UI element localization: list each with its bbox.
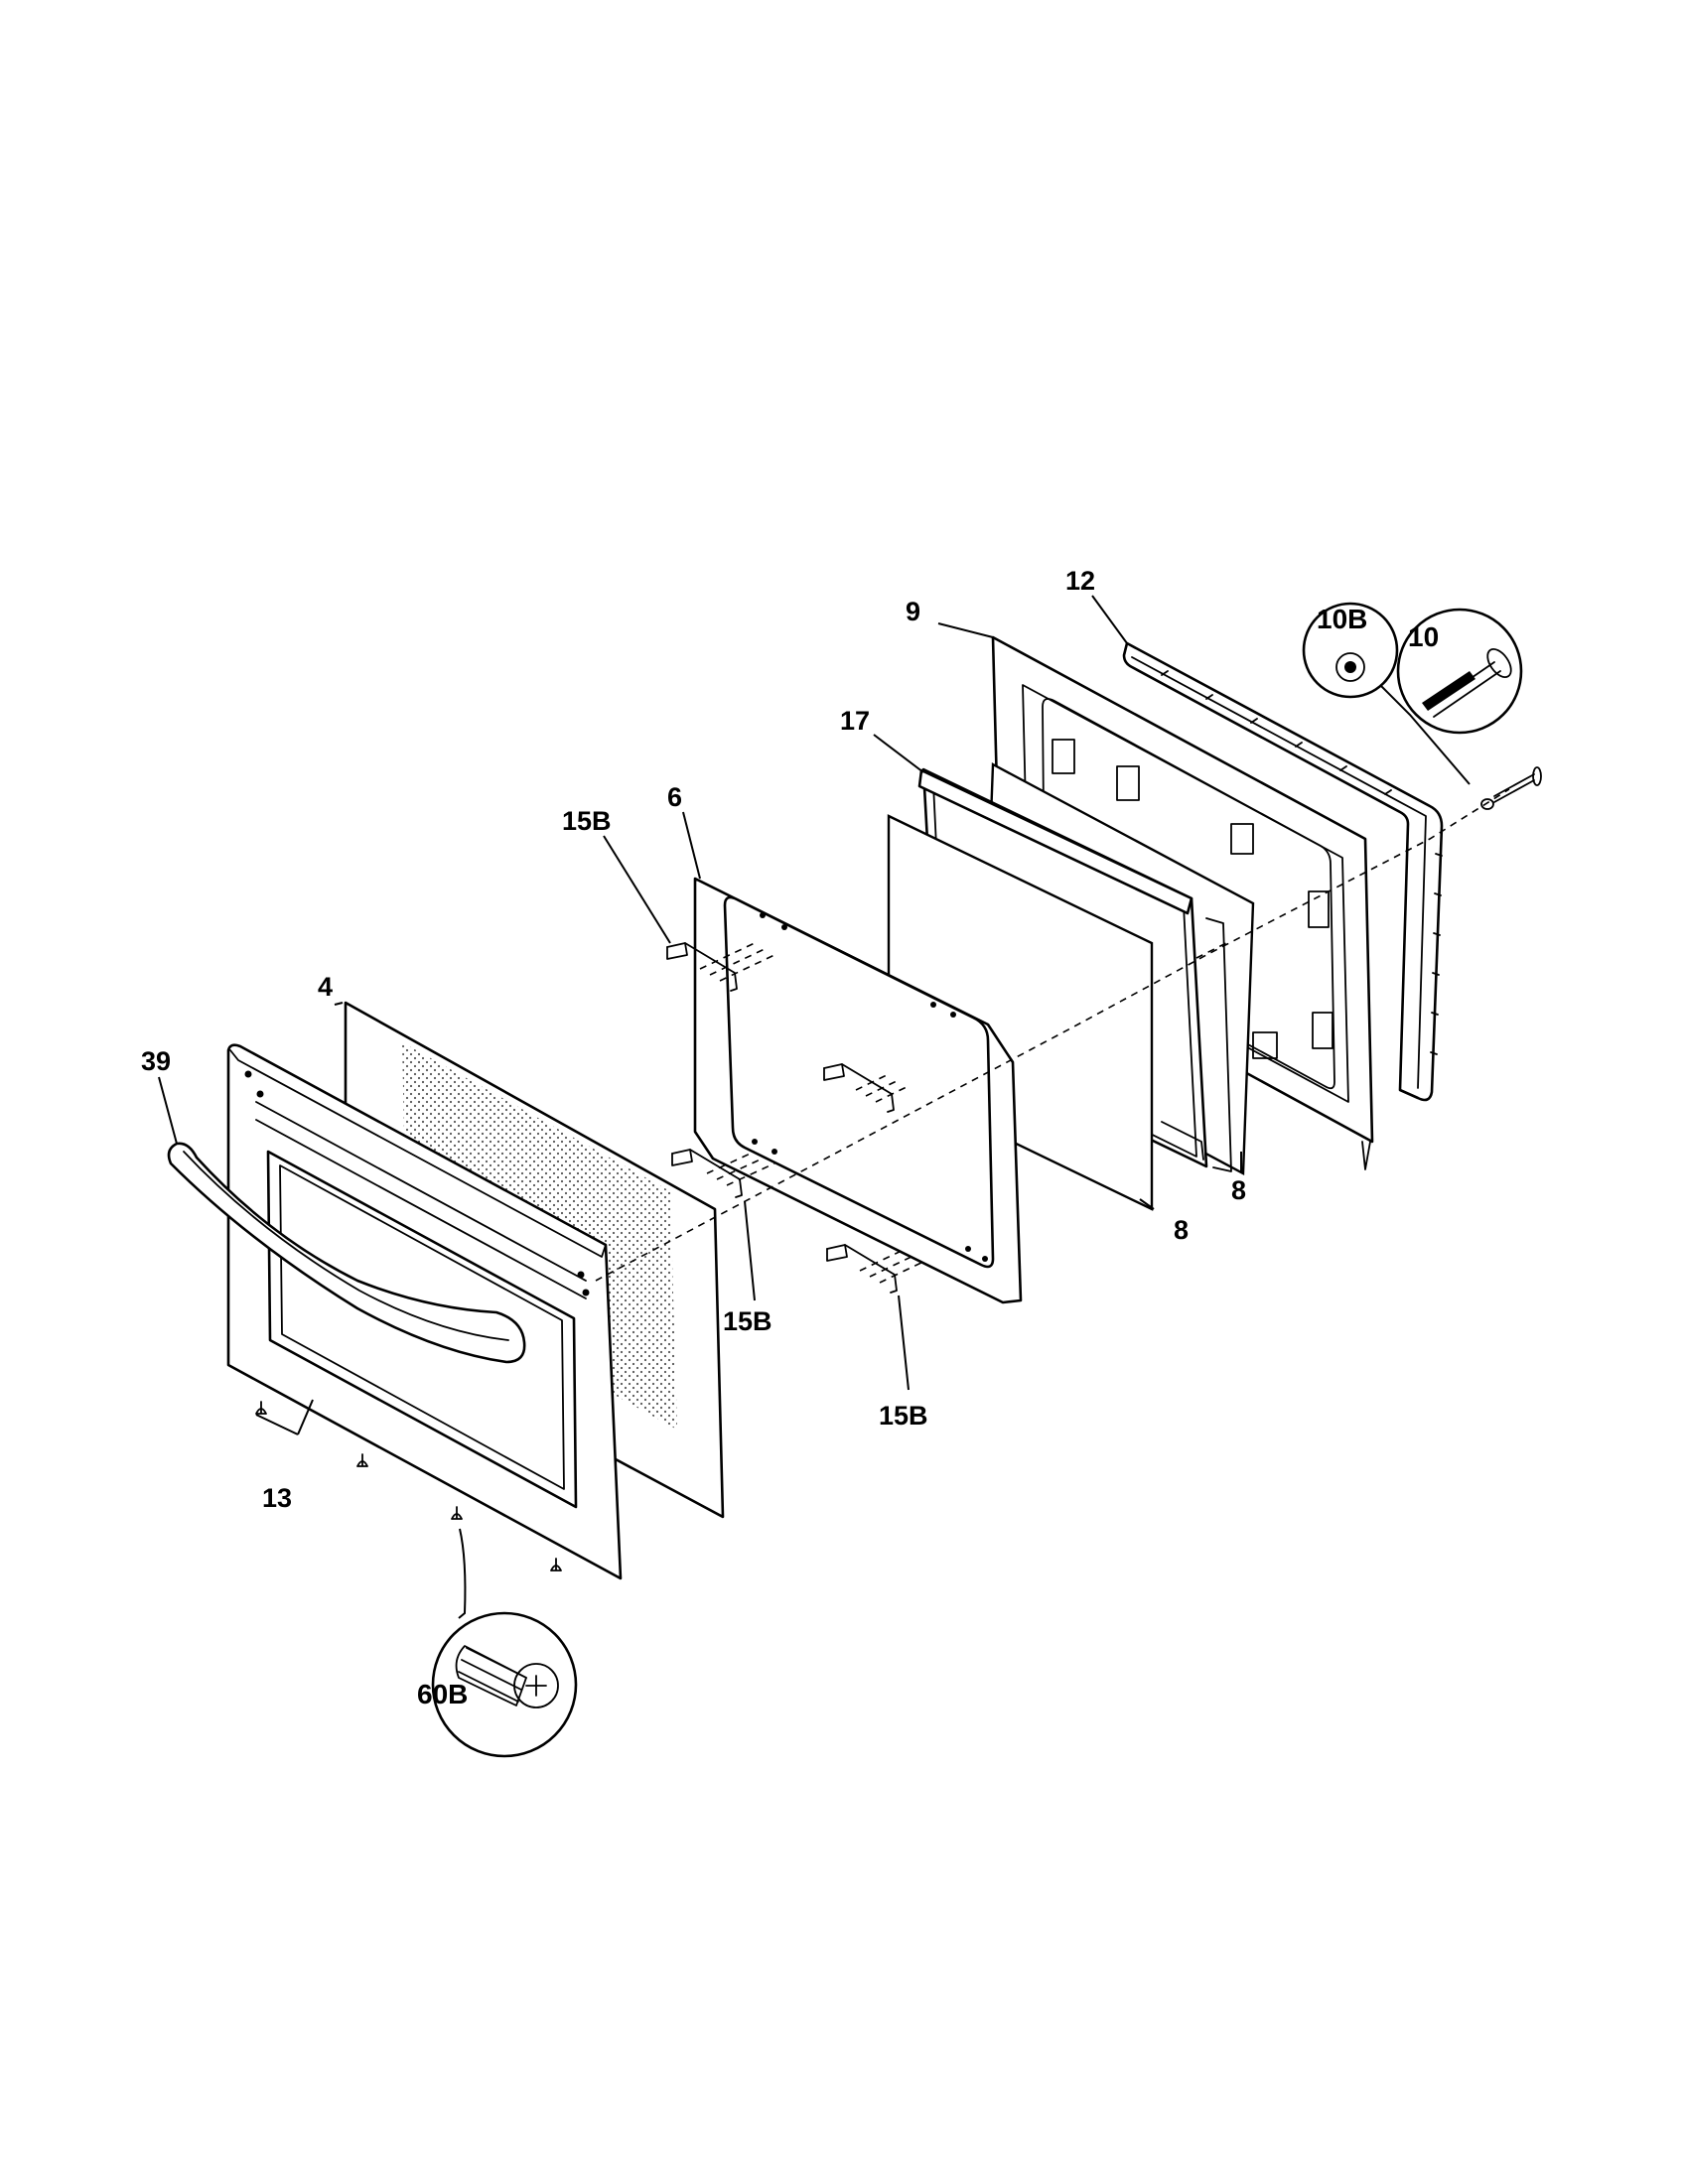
leader-15B-mid xyxy=(744,1200,756,1301)
label-17: 17 xyxy=(840,706,870,736)
bottom-screw-callout xyxy=(431,1528,578,1758)
hinge-clip-center xyxy=(823,1063,910,1113)
hinge-clip-mid xyxy=(671,1149,775,1198)
label-15B-bottom: 15B xyxy=(879,1401,928,1431)
label-4: 4 xyxy=(318,972,333,1002)
label-60B: 60B xyxy=(417,1679,468,1709)
label-8-lower: 8 xyxy=(1174,1215,1189,1245)
leader-17 xyxy=(873,734,924,773)
leader-8-lower xyxy=(1139,1198,1155,1210)
door-handle xyxy=(167,1142,526,1364)
label-15B-top: 15B xyxy=(562,806,612,836)
leader-39 xyxy=(158,1076,178,1145)
hinge-clip-top xyxy=(666,942,775,992)
hinge-screw-installed xyxy=(1480,766,1542,810)
leader-9 xyxy=(937,622,994,638)
label-39: 39 xyxy=(141,1046,171,1076)
leader-4 xyxy=(334,1002,344,1006)
hinge-clip-bottom xyxy=(826,1244,926,1294)
label-10B: 10B xyxy=(1317,604,1367,634)
explosion-axis-2 xyxy=(1195,942,1227,959)
label-6: 6 xyxy=(667,782,682,812)
washer-callout xyxy=(1302,602,1471,785)
leader-15B-top xyxy=(603,835,671,944)
leader-6 xyxy=(682,811,701,880)
door-bottom-screws xyxy=(255,1401,562,1571)
label-12: 12 xyxy=(1065,566,1095,596)
door-gasket xyxy=(1122,641,1444,1102)
inner-door-frame xyxy=(693,877,1023,1304)
leader-15B-bottom xyxy=(898,1295,910,1391)
label-15B-mid: 15B xyxy=(723,1306,772,1336)
gasket-clips xyxy=(1161,670,1443,1055)
leader-13 xyxy=(255,1399,314,1435)
screw-callout xyxy=(1396,608,1523,735)
label-8-right: 8 xyxy=(1231,1175,1246,1205)
leader-12 xyxy=(1091,595,1128,644)
label-10: 10 xyxy=(1408,621,1439,652)
label-13: 13 xyxy=(262,1483,292,1513)
label-9: 9 xyxy=(906,597,920,626)
